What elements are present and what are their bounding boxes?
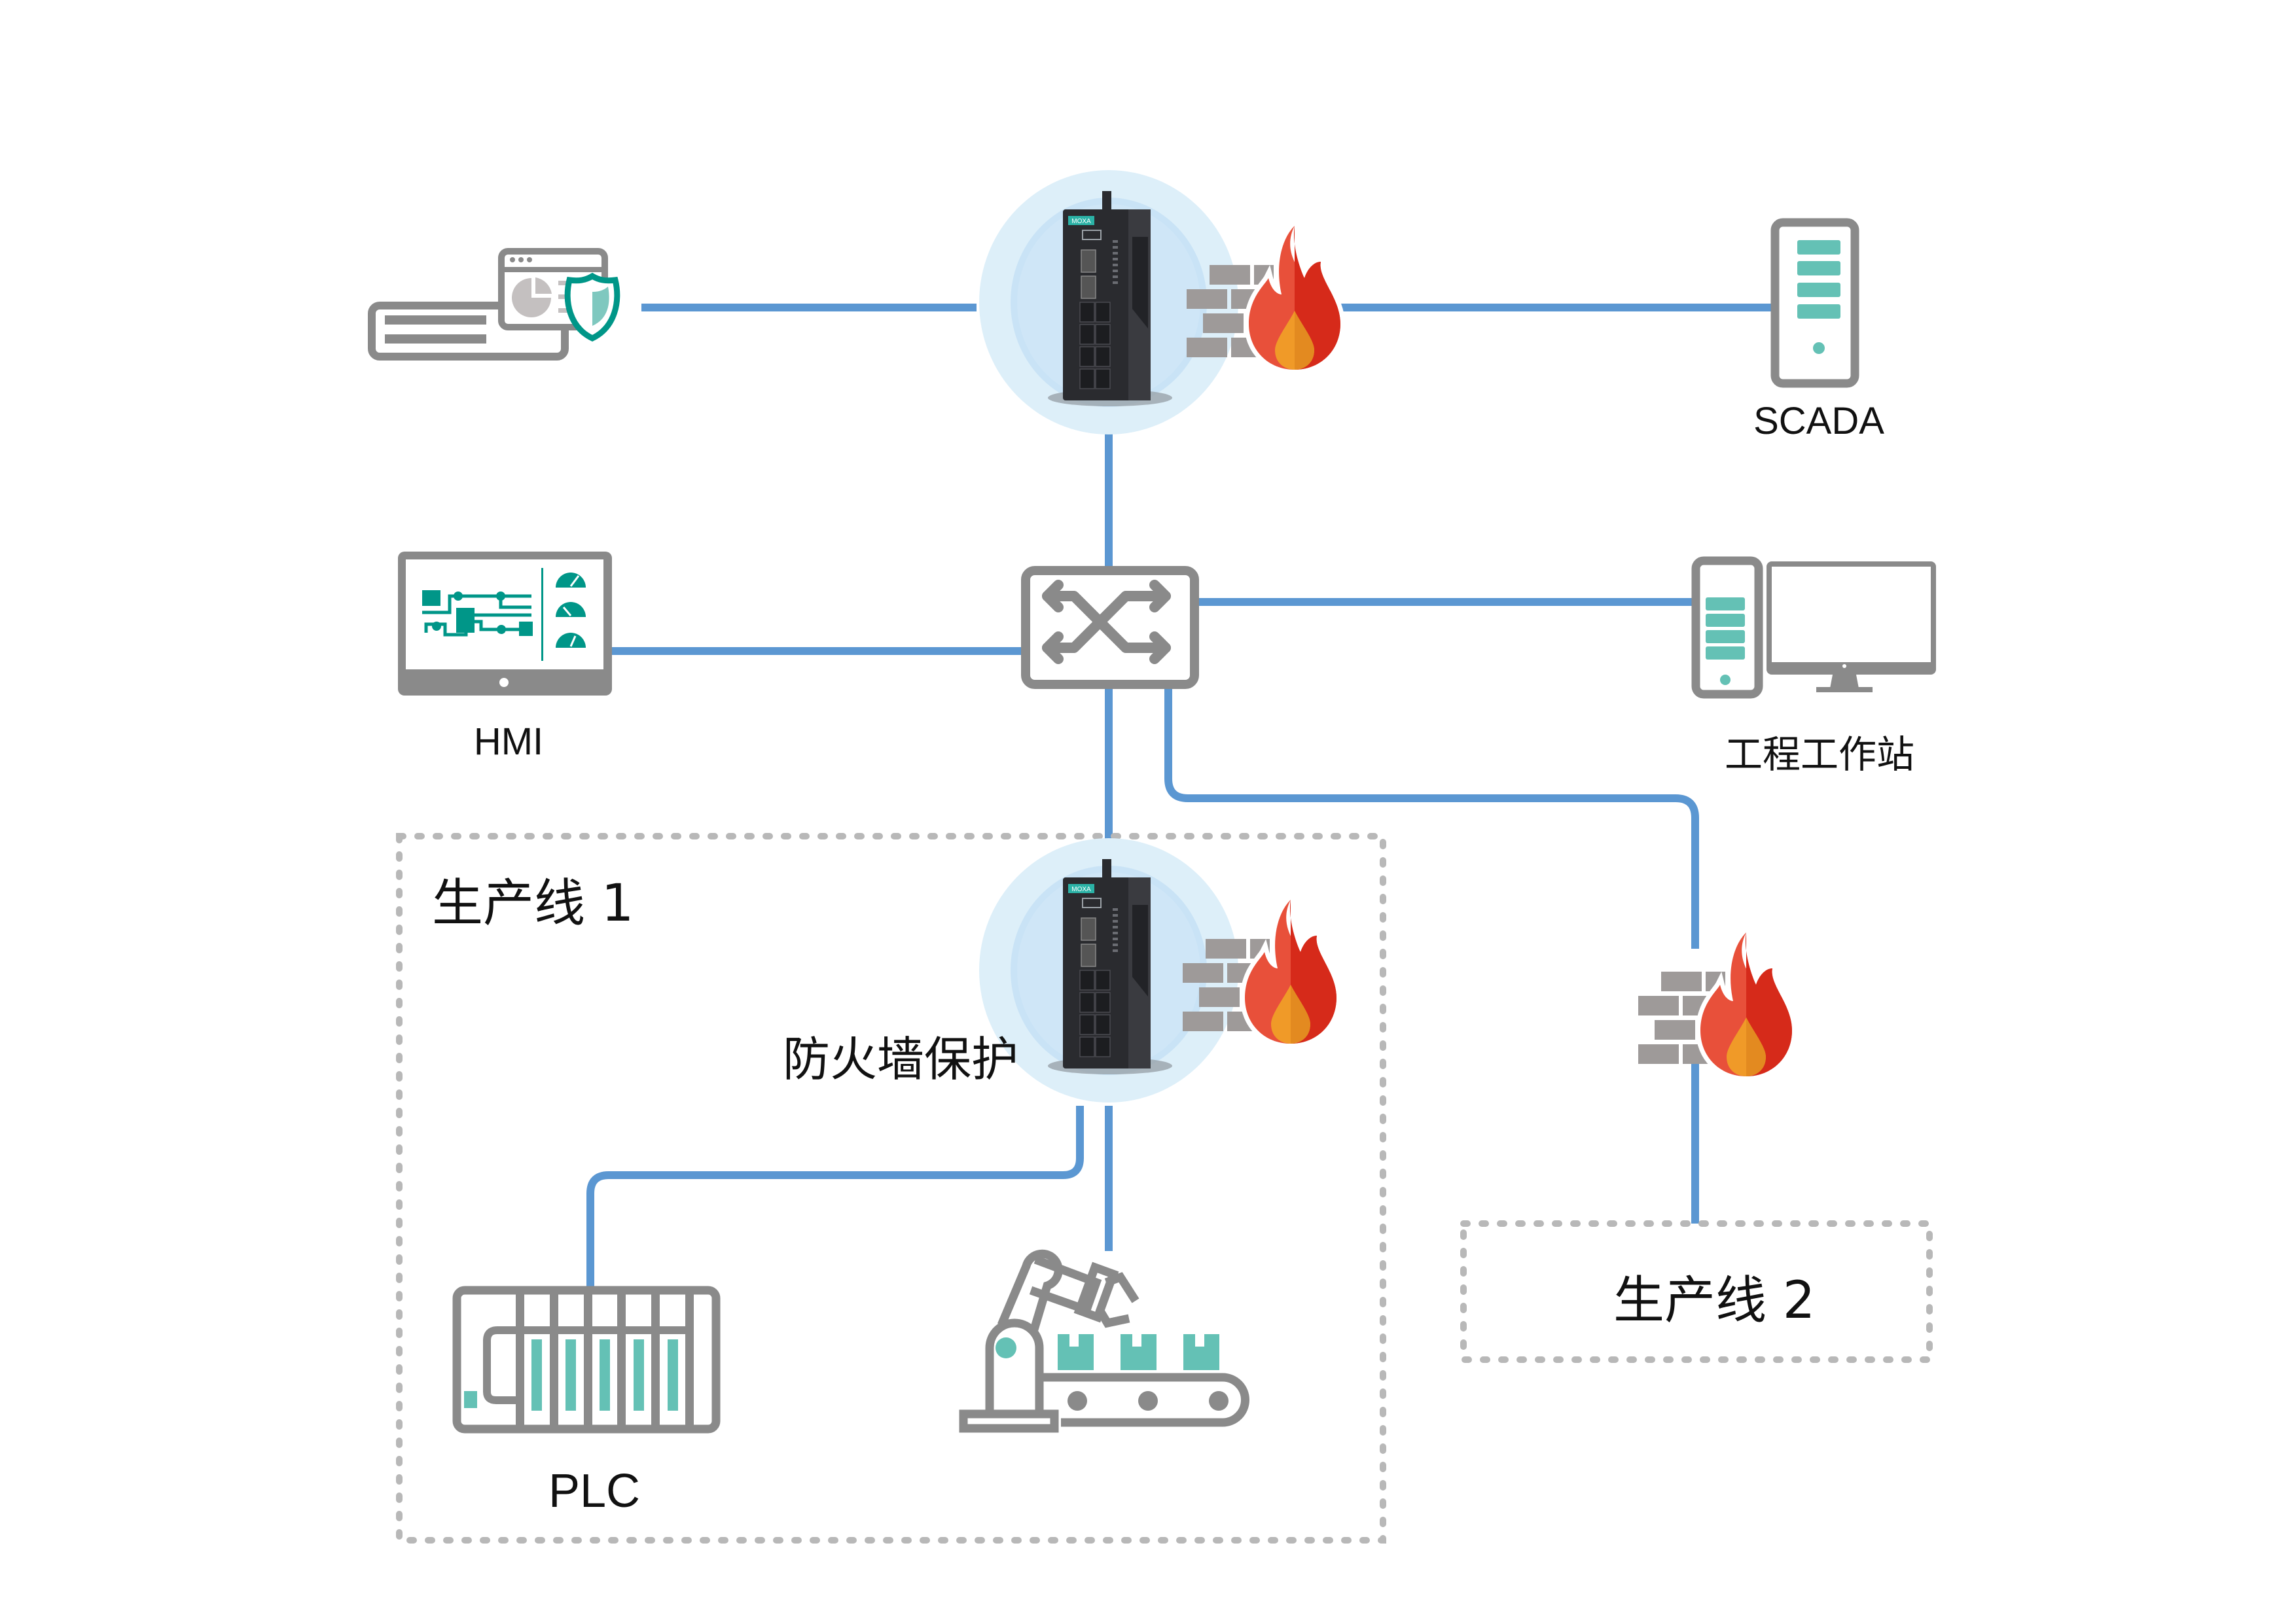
line2-firewall-icon [1638, 932, 1792, 1076]
plc-icon [452, 1286, 721, 1434]
scada-label: SCADA [1753, 400, 1884, 442]
link-line1-router-plc [586, 1106, 1084, 1290]
production-line-1-label: 生产线 1 [432, 874, 634, 933]
engineering-workstation-label: 工程工作站 [1724, 732, 1915, 777]
hmi-panel-icon [398, 552, 612, 696]
link-switch-line2-firewall [1164, 686, 1699, 949]
production-line-2-label: 生产线 2 [1613, 1271, 1816, 1330]
firewall-protection-label: 防火墙保护 [783, 1032, 1019, 1087]
links [586, 304, 1772, 1290]
hmi-label: HMI [473, 720, 544, 763]
zone-production-line-1 [396, 833, 1386, 1544]
zone-production-line-2 [1460, 1220, 1933, 1363]
management-console-icon [368, 248, 620, 361]
engineering-workstation-icon [1691, 556, 1936, 699]
plc-label: PLC [548, 1465, 641, 1517]
scada-server-icon [1770, 218, 1859, 388]
robot-arm-conveyor-icon [959, 1249, 1249, 1433]
network-switch-icon [1021, 566, 1199, 689]
